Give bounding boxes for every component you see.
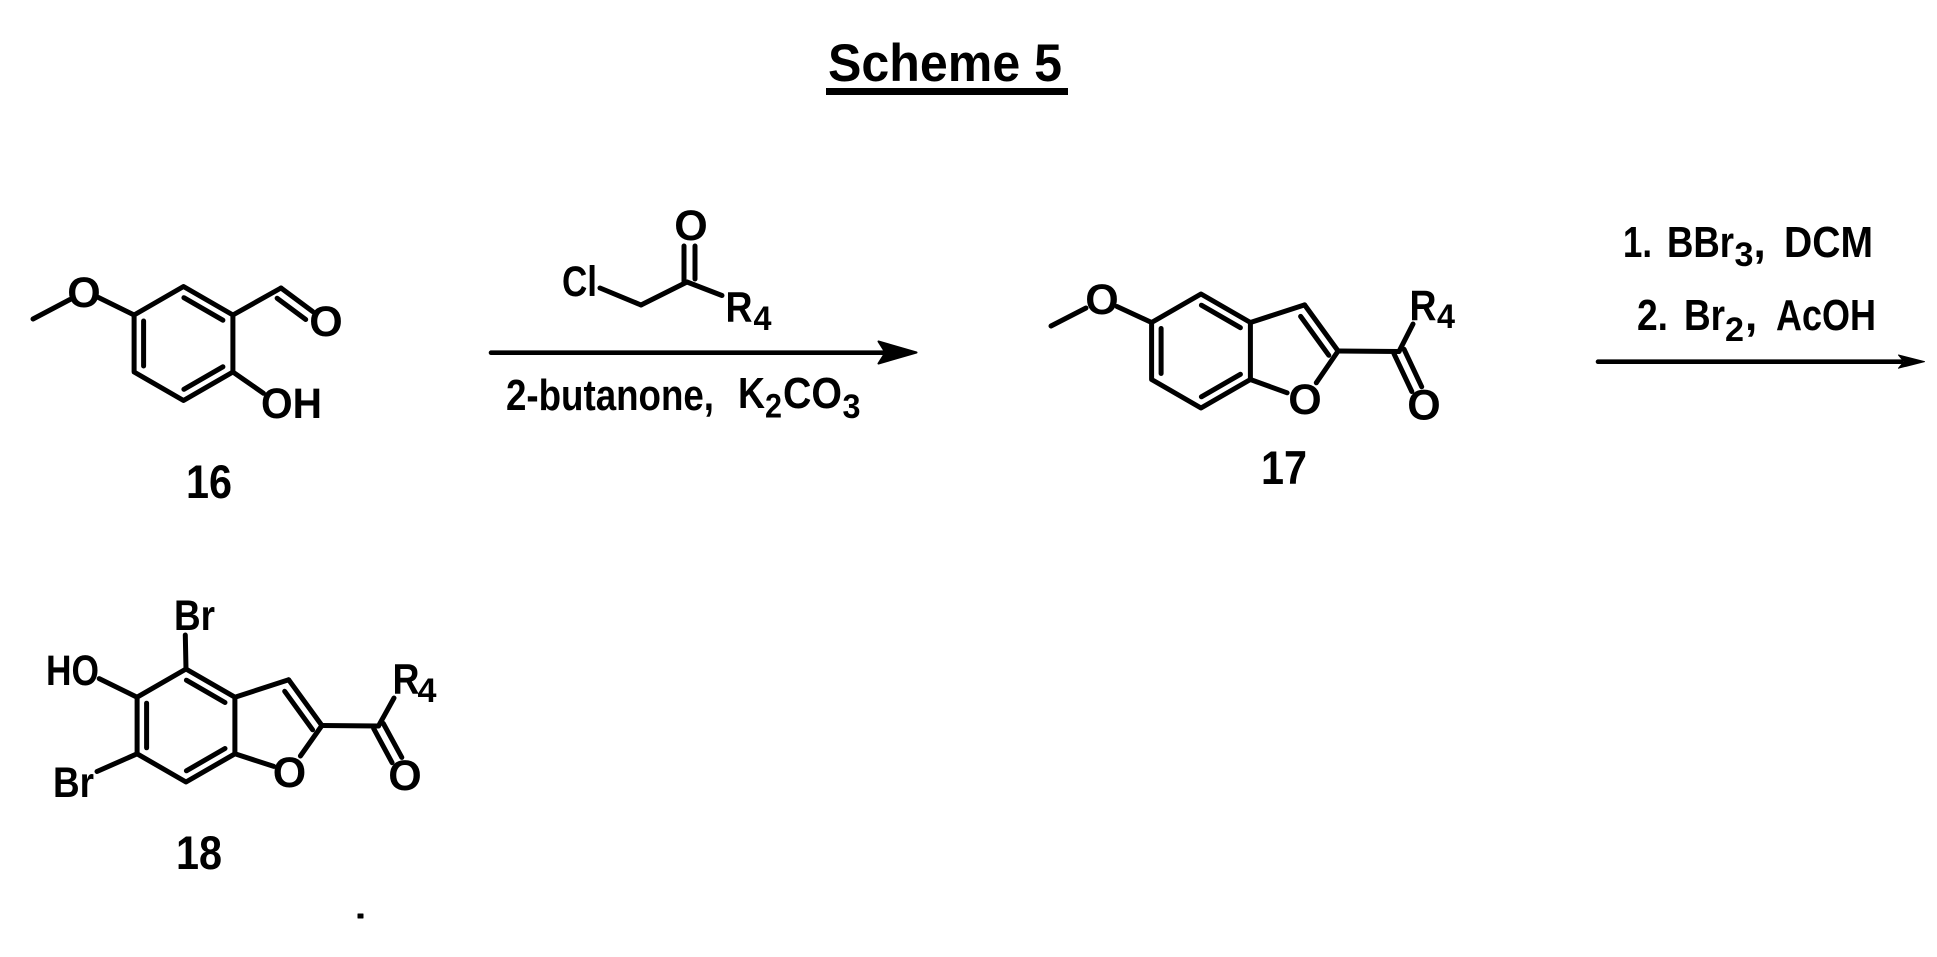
svg-text:O: O: [674, 202, 707, 250]
svg-text:3: 3: [1735, 236, 1754, 274]
svg-text:17: 17: [1261, 441, 1307, 494]
svg-text:AcOH: AcOH: [1776, 291, 1876, 340]
svg-text:O: O: [273, 749, 306, 797]
svg-text:O: O: [309, 298, 342, 346]
svg-text:O: O: [67, 269, 100, 317]
svg-text:18: 18: [176, 826, 222, 879]
svg-text:R: R: [393, 656, 420, 704]
svg-text:OH: OH: [261, 380, 322, 428]
svg-text:R: R: [726, 284, 753, 332]
svg-text:Br: Br: [53, 759, 94, 807]
svg-text:4: 4: [418, 672, 437, 710]
svg-text:Cl: Cl: [562, 258, 597, 306]
svg-text:Br: Br: [174, 592, 215, 640]
svg-text:2: 2: [765, 388, 782, 426]
svg-text:2: 2: [1725, 311, 1744, 349]
svg-text:R: R: [1410, 282, 1437, 330]
svg-text:4: 4: [754, 300, 772, 338]
svg-text:O: O: [1085, 276, 1118, 324]
svg-text:,: ,: [1745, 291, 1757, 340]
svg-text:O: O: [388, 752, 421, 800]
svg-text:HO: HO: [46, 647, 99, 695]
svg-text:DCM: DCM: [1784, 218, 1873, 267]
svg-text:2.: 2.: [1637, 291, 1668, 340]
svg-text:BBr: BBr: [1667, 218, 1734, 267]
svg-text:O: O: [1288, 376, 1321, 424]
svg-text:4: 4: [1437, 298, 1455, 336]
svg-text:,: ,: [1754, 218, 1766, 267]
svg-text:16: 16: [186, 455, 232, 508]
svg-text:CO: CO: [783, 369, 842, 418]
svg-text:1.: 1.: [1623, 218, 1652, 267]
svg-text:Br: Br: [1684, 291, 1725, 340]
svg-text:Scheme 5: Scheme 5: [828, 34, 1062, 93]
svg-text:3: 3: [843, 388, 861, 426]
svg-text:K: K: [738, 369, 765, 418]
svg-text:O: O: [1407, 382, 1440, 430]
svg-text:2-butanone,: 2-butanone,: [506, 371, 714, 420]
